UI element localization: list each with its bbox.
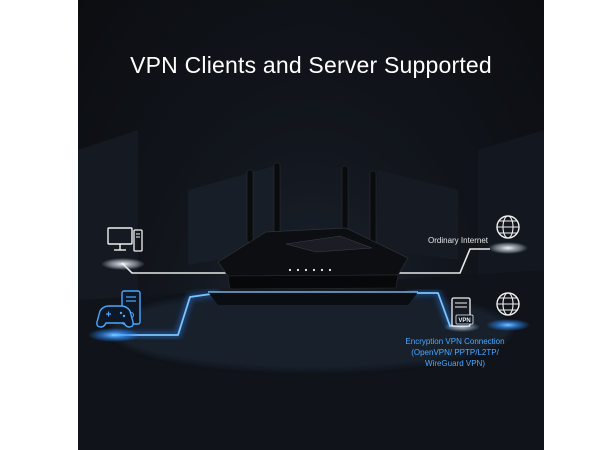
ordinary-internet-label: Ordinary Internet [428, 236, 489, 245]
product-banner: VPN Clients and Server Supported [78, 0, 544, 450]
vpn-label-line-2: (OpenVPN/ PPTP/L2TP/ [411, 348, 499, 357]
banner-title: VPN Clients and Server Supported [130, 52, 492, 78]
globe-icon [486, 292, 530, 331]
vpn-server-icon: VPN [444, 297, 480, 332]
vpn-label-line-1: Encryption VPN Connection [405, 337, 505, 346]
gamepad-icon [96, 305, 134, 328]
vpn-badge: VPN [458, 318, 470, 324]
vpn-connection-label: Encryption VPN Connection (OpenVPN/ PPTP… [390, 336, 520, 369]
vpn-label-line-3: WireGuard VPN) [424, 359, 485, 368]
globe-icon [488, 215, 528, 254]
network-scene: VPN [78, 130, 544, 450]
router [208, 162, 418, 305]
desktop-computer-icon [101, 227, 145, 270]
